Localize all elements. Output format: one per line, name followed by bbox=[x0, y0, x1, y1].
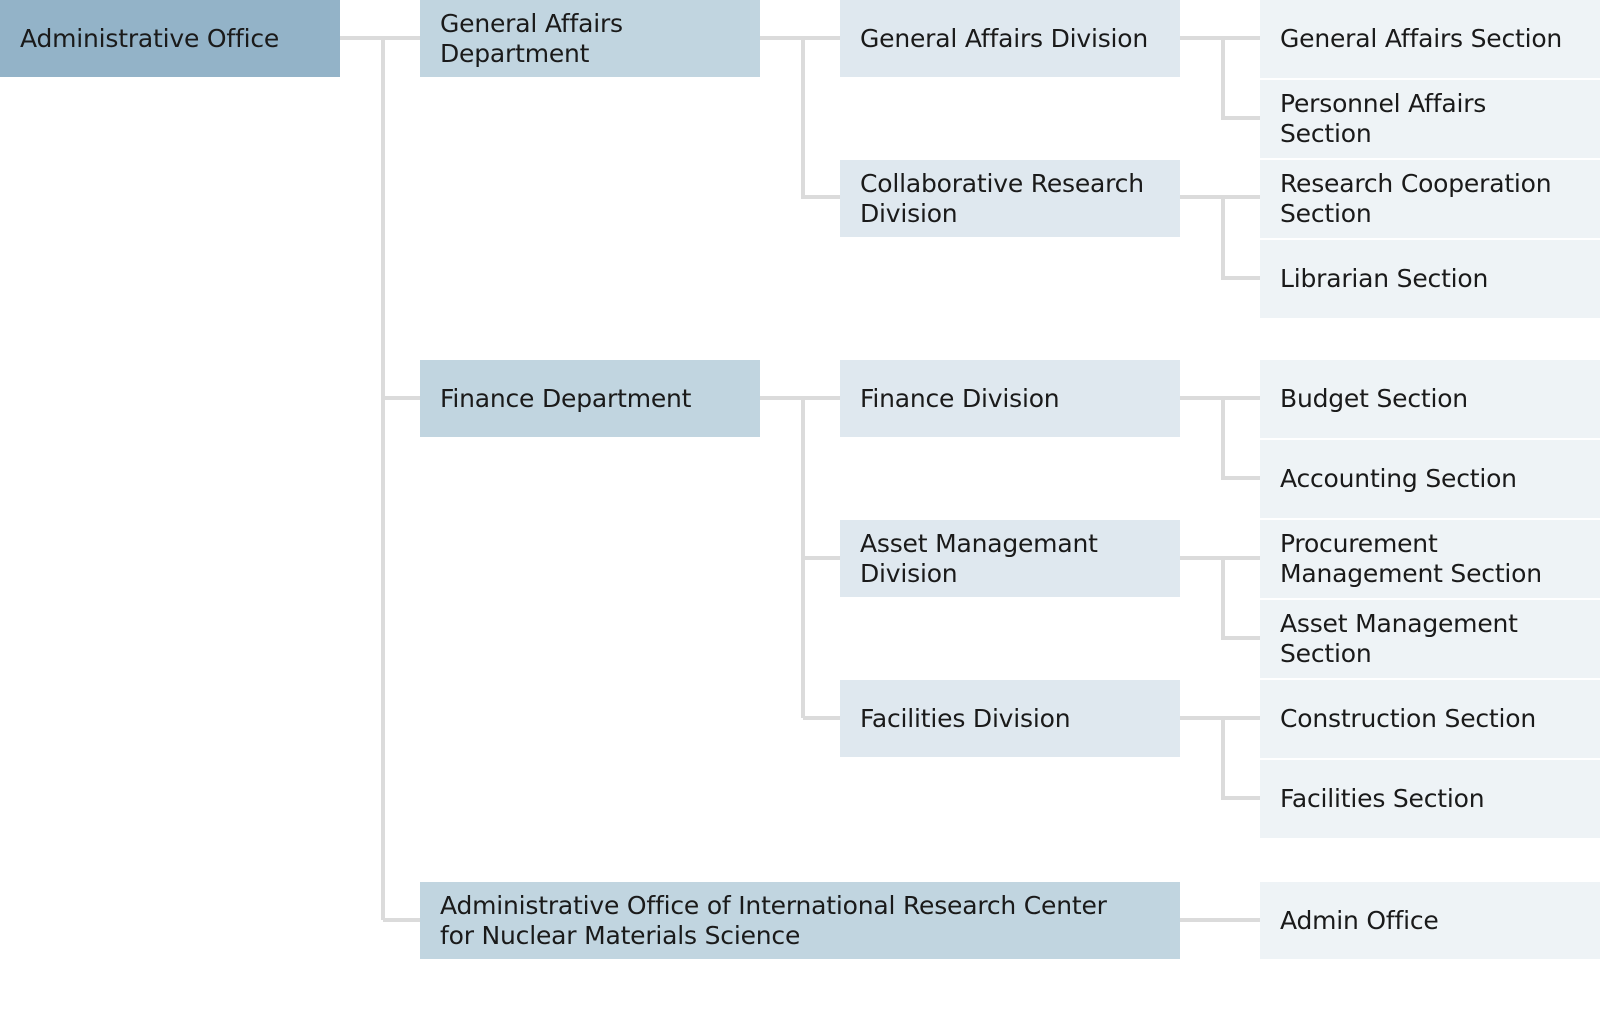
sec-label: General Affairs Section bbox=[1280, 24, 1563, 53]
sec-general-affairs: General Affairs Section bbox=[1260, 0, 1600, 78]
div-general-affairs: General Affairs Division bbox=[840, 0, 1180, 77]
connector-ga-div-to-sections bbox=[1180, 36, 1260, 120]
sec-admin-office: Admin Office bbox=[1260, 882, 1600, 959]
sec-accounting: Accounting Section bbox=[1260, 440, 1600, 518]
dept-ircnms-admin-office: Administrative Office of International R… bbox=[420, 882, 1180, 959]
div-facilities: Facilities Division bbox=[840, 680, 1180, 757]
sec-label: Personnel Affairs Section bbox=[1280, 89, 1487, 148]
connector-collab-div-to-sections bbox=[1180, 195, 1260, 280]
root-administrative-office: Administrative Office bbox=[0, 0, 340, 77]
div-label: Collaborative Research Division bbox=[860, 168, 1144, 228]
sec-asset-management: Asset Management Section bbox=[1260, 600, 1600, 678]
root-label: Administrative Office bbox=[20, 23, 280, 53]
sec-research-cooperation: Research Cooperation Section bbox=[1260, 160, 1600, 238]
connector-fin-div-to-sections bbox=[1180, 396, 1260, 480]
sec-label: Facilities Section bbox=[1280, 784, 1485, 813]
div-label: Facilities Division bbox=[860, 703, 1071, 733]
connector-fac-div-to-sections bbox=[1180, 716, 1260, 800]
div-label: General Affairs Division bbox=[860, 23, 1149, 53]
sec-librarian: Librarian Section bbox=[1260, 240, 1600, 318]
dept-label: General Affairs Department bbox=[440, 8, 623, 68]
sec-label: Librarian Section bbox=[1280, 264, 1489, 293]
dept-general-affairs: General Affairs Department bbox=[420, 0, 760, 77]
sec-label: Admin Office bbox=[1280, 905, 1439, 935]
connector-asset-div-to-sections bbox=[1180, 556, 1260, 640]
sec-label: Research Cooperation Section bbox=[1280, 169, 1552, 228]
sec-facilities: Facilities Section bbox=[1260, 760, 1600, 838]
sec-personnel-affairs: Personnel Affairs Section bbox=[1260, 80, 1600, 158]
dept-finance: Finance Department bbox=[420, 360, 760, 437]
div-label: Asset Managemant Division bbox=[860, 528, 1098, 588]
sec-label: Accounting Section bbox=[1280, 464, 1517, 493]
sec-label: Procurement Management Section bbox=[1280, 529, 1542, 588]
sec-label: Asset Management Section bbox=[1280, 609, 1518, 668]
dept-label: Finance Department bbox=[440, 383, 692, 413]
sec-label: Budget Section bbox=[1280, 384, 1468, 413]
div-finance: Finance Division bbox=[840, 360, 1180, 437]
div-collaborative-research: Collaborative Research Division bbox=[840, 160, 1180, 237]
dept-label: Administrative Office of International R… bbox=[440, 890, 1107, 950]
sec-construction: Construction Section bbox=[1260, 680, 1600, 758]
connector-fin-dept-to-divisions bbox=[760, 396, 840, 720]
sec-procurement-management: Procurement Management Section bbox=[1260, 520, 1600, 598]
connector-ga-dept-to-divisions bbox=[760, 36, 840, 199]
sec-budget: Budget Section bbox=[1260, 360, 1600, 438]
sec-label: Construction Section bbox=[1280, 704, 1537, 733]
div-asset-management: Asset Managemant Division bbox=[840, 520, 1180, 597]
div-label: Finance Division bbox=[860, 383, 1060, 413]
connector-root-to-departments bbox=[340, 36, 420, 922]
